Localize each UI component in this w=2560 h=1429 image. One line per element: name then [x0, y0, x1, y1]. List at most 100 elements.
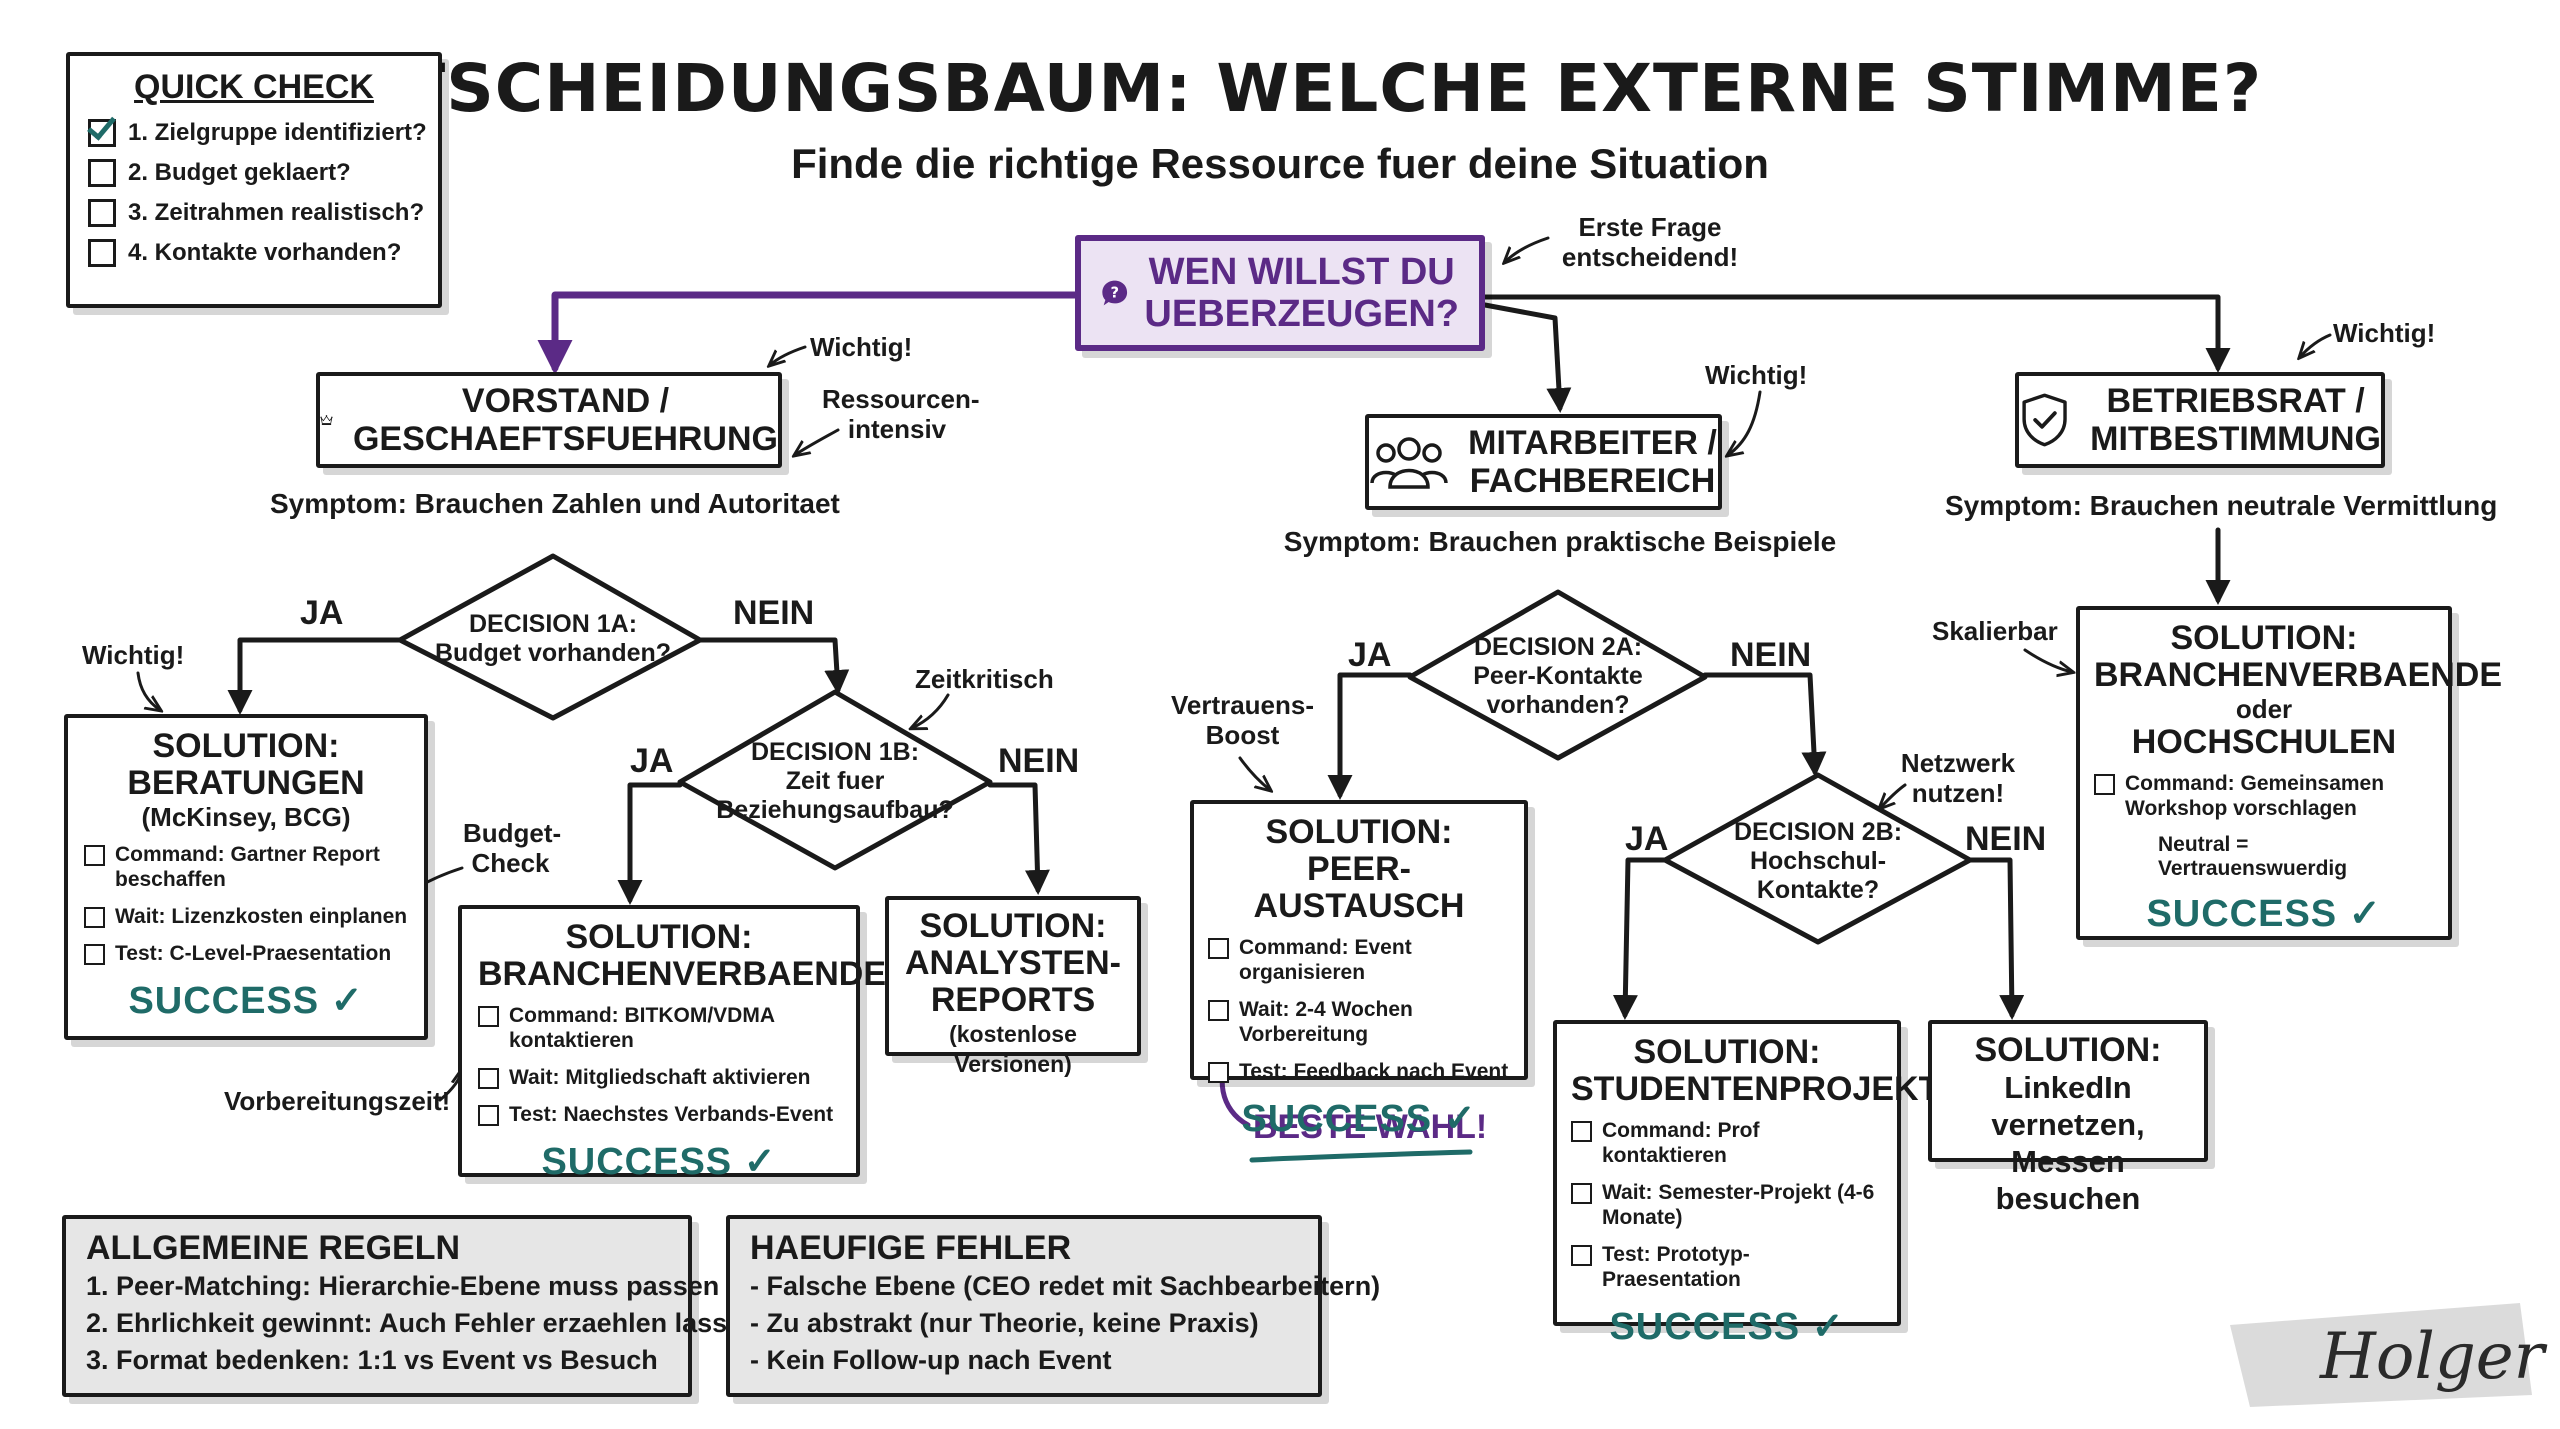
checkbox[interactable]	[1571, 1121, 1592, 1142]
connector-d2a-yes	[1327, 672, 1413, 800]
quick-check-item[interactable]: 2. Budget geklaert?	[88, 159, 420, 187]
category-vorstand[interactable]: VORSTAND / GESCHAEFTSFUEHRUNG	[316, 372, 782, 468]
note-arrow-netzwerk	[1880, 783, 1907, 808]
solution-linkedin[interactable]: SOLUTION: LinkedIn vernetzen, Messen bes…	[1928, 1020, 2208, 1216]
step-label: Wait: Mitgliedschaft aktivieren	[509, 1066, 811, 1089]
quick-check-panel: QUICK CHECK 1. Zielgruppe identifiziert?…	[66, 52, 442, 308]
note-arrow-zeitkritisch	[912, 693, 950, 728]
checkbox[interactable]	[88, 159, 116, 187]
step-label: Test: Prototyp-Praesentation	[1602, 1243, 1750, 1291]
decision-1b-text: DECISION 1B: Zeit fuer Beziehungsaufbau?	[716, 738, 954, 824]
connector-d2b-no	[1967, 857, 2025, 1020]
solution-branchenverbaende-2[interactable]: SOLUTION: BRANCHENVERBAENDE oder HOCHSCH…	[2076, 606, 2502, 940]
connector-d1b-no	[987, 782, 1050, 895]
checkbox[interactable]	[1571, 1183, 1592, 1204]
checkbox[interactable]	[1571, 1245, 1592, 1266]
solution-branchenverbaende-1[interactable]: SOLUTION: BRANCHENVERBAENDE Command: BIT…	[458, 905, 886, 1183]
connector-root-betriebsrat	[1482, 294, 2231, 373]
quick-check-label: 3. Zeitrahmen realistisch?	[128, 199, 425, 226]
mitarbeiter-line1: MITARBEITER /	[1468, 424, 1717, 462]
step-item[interactable]: Test: Naechstes Verbands-Event	[478, 1102, 840, 1127]
annotation-beste-wahl: BESTE WAHL!	[1253, 1108, 1488, 1146]
category-betriebsrat[interactable]: BETRIEBSRAT / MITBESTIMMUNG	[2015, 372, 2385, 468]
vorstand-note-ressourcen: Ressourcen- intensiv	[822, 384, 980, 444]
category-mitarbeiter[interactable]: MITARBEITER / FACHBEREICH	[1365, 414, 1722, 510]
mistakes-title: HAEUFIGE FEHLER	[750, 1229, 1072, 1267]
betriebsrat-line1: BETRIEBSRAT /	[2106, 382, 2365, 420]
studenten-success: SUCCESS ✓	[1609, 1306, 1845, 1348]
list-item: 2. Ehrlichkeit gewinnt: Auch Fehler erza…	[86, 1308, 759, 1338]
step-item[interactable]: Test: C-Level-Praesentation	[84, 941, 408, 966]
step-item[interactable]: Command: BITKOM/VDMA kontaktieren	[478, 1003, 840, 1053]
root-question-box[interactable]: ? WEN WILLST DU UEBERZEUGEN?	[1075, 235, 1485, 351]
step-item[interactable]: Command: Event organisieren	[1208, 935, 1510, 985]
mitarbeiter-symptom: Symptom: Brauchen praktische Beispiele	[1283, 526, 1837, 557]
checkbox[interactable]	[84, 907, 105, 928]
step-item[interactable]: Wait: Mitgliedschaft aktivieren	[478, 1065, 840, 1090]
quick-check-item[interactable]: 1. Zielgruppe identifiziert?	[88, 119, 427, 147]
branchen2-neutral-note: Neutral = Vertrauenswuerdig	[2158, 833, 2348, 880]
checkbox[interactable]	[84, 944, 105, 965]
branchen2-steps: Command: Gemeinsamen Workshop vorschlage…	[2094, 771, 2434, 821]
branchen1-success: SUCCESS ✓	[541, 1141, 777, 1183]
step-item[interactable]: Wait: Lizenzkosten einplanen	[84, 904, 408, 929]
step-item[interactable]: Wait: 2-4 Wochen Vorbereitung	[1208, 997, 1510, 1047]
step-item[interactable]: Command: Prof kontaktieren	[1571, 1118, 1883, 1168]
root-note: Erste Frage entscheidend!	[1561, 212, 1739, 272]
step-item[interactable]: Command: Gartner Report beschaffen	[84, 842, 408, 892]
rules-list: 1. Peer-Matching: Hierarchie-Ebene muss …	[86, 1268, 759, 1379]
annotation-wichtig-left: Wichtig!	[82, 640, 185, 670]
mistakes-panel: HAEUFIGE FEHLER - Falsche Ebene (CEO red…	[726, 1215, 1380, 1397]
checkbox[interactable]	[478, 1006, 499, 1027]
step-label: Command: Prof kontaktieren	[1602, 1119, 1760, 1167]
mitarbeiter-line2: FACHBEREICH	[1469, 462, 1716, 500]
note-arrow-vorstand	[770, 345, 807, 365]
checkbox[interactable]	[1208, 1062, 1229, 1083]
beratungen-success: SUCCESS ✓	[128, 980, 364, 1022]
d2b-no-label: NEIN	[1965, 820, 2047, 858]
decision-2b-text: DECISION 2B: Hochschul- Kontakte?	[1733, 818, 1903, 904]
step-label: Test: Feedback nach Event	[1239, 1060, 1509, 1083]
annotation-zeitkritisch: Zeitkritisch	[915, 664, 1054, 694]
checkbox[interactable]	[84, 845, 105, 866]
step-label: Command: Event organisieren	[1239, 936, 1412, 984]
solution-peer-austausch[interactable]: SOLUTION: PEER-AUSTAUSCH Command: Event …	[1190, 800, 1528, 1140]
solution-studentenprojekt[interactable]: SOLUTION: STUDENTENPROJEKT Command: Prof…	[1553, 1020, 1939, 1348]
solution-analysten-reports[interactable]: SOLUTION: ANALYSTEN- REPORTS (kostenlose…	[885, 896, 1141, 1077]
step-label: Command: Gemeinsamen Workshop vorschlage…	[2125, 772, 2385, 820]
d2a-yes-label: JA	[1348, 636, 1392, 674]
step-label: Test: Naechstes Verbands-Event	[509, 1103, 834, 1126]
checkbox[interactable]	[478, 1068, 499, 1089]
step-item[interactable]: Wait: Semester-Projekt (4-6 Monate)	[1571, 1180, 1883, 1230]
connector-root-mitarbeiter	[1482, 302, 1572, 413]
step-label: Wait: Semester-Projekt (4-6 Monate)	[1602, 1181, 1875, 1229]
svg-text:?: ?	[1110, 284, 1119, 301]
step-item[interactable]: Test: Feedback nach Event	[1208, 1059, 1510, 1084]
note-arrow-skalierbar	[2023, 648, 2072, 672]
note-arrow-wichtig-left	[136, 671, 160, 710]
question-icon: ?	[1102, 280, 1128, 306]
annotation-budget-check: Budget- Check	[463, 818, 562, 878]
step-item[interactable]: Test: Prototyp-Praesentation	[1571, 1242, 1883, 1292]
checkbox[interactable]	[88, 239, 116, 267]
vorstand-line1: VORSTAND /	[461, 382, 670, 420]
crown-icon	[320, 415, 333, 426]
checkbox[interactable]	[478, 1105, 499, 1126]
checkbox[interactable]	[2094, 774, 2115, 795]
step-item[interactable]: Command: Gemeinsamen Workshop vorschlage…	[2094, 771, 2434, 821]
quick-check-item[interactable]: 4. Kontakte vorhanden?	[88, 239, 420, 267]
step-label: Wait: Lizenzkosten einplanen	[115, 905, 408, 928]
checkbox[interactable]	[88, 199, 116, 227]
quick-check-title: QUICK CHECK	[134, 68, 374, 106]
diamond-d2b	[1662, 772, 1973, 945]
solution-beratungen[interactable]: SOLUTION: BERATUNGEN (McKinsey, BCG) Com…	[64, 714, 428, 1040]
shield-check-icon	[2022, 393, 2067, 447]
quick-check-item[interactable]: 3. Zeitrahmen realistisch?	[88, 199, 424, 227]
branchen2-success: SUCCESS ✓	[2146, 893, 2382, 935]
checkbox-checked[interactable]	[88, 119, 116, 147]
note-arrow-betriebsrat	[2300, 333, 2332, 357]
checkbox[interactable]	[1208, 1000, 1229, 1021]
checkbox[interactable]	[1208, 938, 1229, 959]
